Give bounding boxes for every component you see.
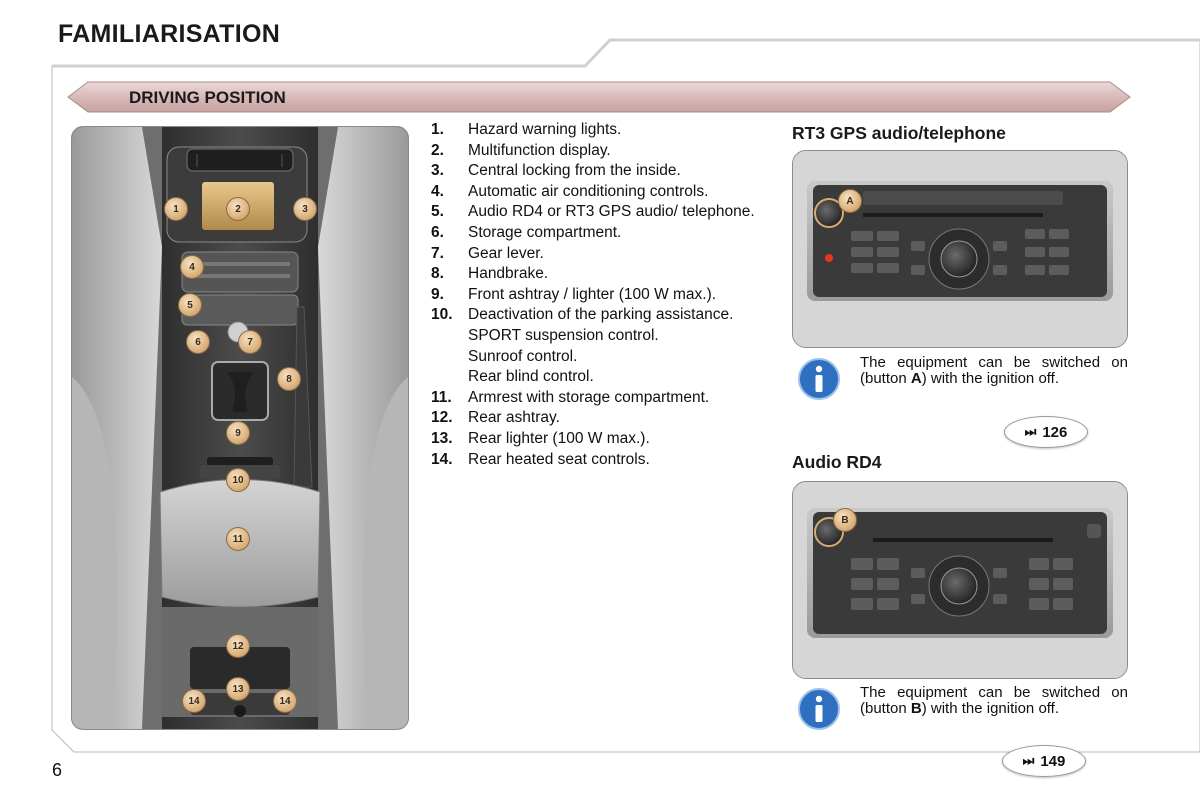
legend-item: 12. Rear ashtray. <box>431 410 781 426</box>
rt3-note-button: A <box>910 369 922 387</box>
callout-3: 3 <box>293 197 317 221</box>
callout-6: 6 <box>186 330 210 354</box>
legend-text: Rear ashtray. <box>468 409 560 427</box>
page-ref-126[interactable]: ⏭ 126 <box>1004 416 1088 448</box>
legend-item: 11. Armrest with storage compartment. <box>431 388 781 406</box>
legend-item: 10. Deactivation of the parking assistanc… <box>431 307 781 323</box>
component-legend: 1. Hazard warning lights. 2. Multifunction… <box>431 122 781 472</box>
legend-item: 7. Gear lever. <box>431 244 781 262</box>
callout-4: 4 <box>180 255 204 279</box>
callout-7: 7 <box>238 330 262 354</box>
callout-9: 9 <box>226 421 250 445</box>
callout-14-left: 14 <box>182 689 206 713</box>
rt3-note-text: The equipment can be switched on (button <box>860 354 1128 387</box>
legend-item: SPORT suspension control. <box>431 326 781 344</box>
legend-text: Deactivation of the parking assistance. <box>468 306 734 324</box>
legend-item: 3. Central locking from the inside. <box>431 163 781 179</box>
legend-number: 12. <box>431 409 453 427</box>
rt3-device-photo: A <box>792 150 1128 348</box>
legend-item: 8. Handbrake. <box>431 266 781 282</box>
rt3-heading: RT3 GPS audio/telephone <box>792 123 1006 143</box>
legend-number: 1. <box>431 121 444 138</box>
callout-12: 12 <box>226 634 250 658</box>
legend-text: Automatic air conditioning controls. <box>468 182 709 200</box>
callout-8: 8 <box>277 367 301 391</box>
legend-text: Handbrake. <box>468 265 549 283</box>
legend-item: 6. Storage compartment. <box>431 223 781 241</box>
legend-item: Sunroof control. <box>431 347 781 365</box>
legend-item: 1. Hazard warning lights. <box>431 122 781 138</box>
legend-number: 14. <box>431 450 453 468</box>
legend-number: 5. <box>431 203 444 221</box>
skip-forward-icon: ⏭ <box>1022 753 1035 768</box>
rd4-heading: Audio RD4 <box>792 452 882 472</box>
legend-item: 5. Audio RD4 or RT3 GPS audio/ telephone. <box>431 204 781 220</box>
legend-item: 9. Front ashtray / lighter (100 W max.). <box>431 285 781 303</box>
section-title: DRIVING POSITION <box>129 88 286 107</box>
page-number: 6 <box>52 760 63 780</box>
legend-number: 2. <box>431 141 444 159</box>
page-title: FAMILIARISATION <box>58 20 281 48</box>
legend-text: Rear lighter (100 W max.). <box>468 429 650 447</box>
rd4-device-photo: B <box>792 481 1128 679</box>
legend-number: 7. <box>431 244 444 262</box>
legend-number: 6. <box>431 223 444 241</box>
legend-text: Storage compartment. <box>468 223 622 241</box>
callout-14-right: 14 <box>273 689 297 713</box>
page-ref-149[interactable]: ⏭ 149 <box>1002 745 1086 777</box>
rd4-note-button: B <box>910 699 922 717</box>
callout-1: 1 <box>164 197 188 221</box>
callout-2: 2 <box>226 197 250 221</box>
legend-number: 13. <box>431 429 453 447</box>
rd4-note: The equipment can be switched on (button… <box>860 685 1128 716</box>
callout-11: 11 <box>226 527 250 551</box>
section-banner <box>67 81 1131 113</box>
legend-text: SPORT suspension control. <box>468 326 659 344</box>
legend-number: 10. <box>431 306 453 324</box>
rt3-button-a-callout: A <box>838 189 862 213</box>
legend-number <box>431 328 468 344</box>
rt3-note: The equipment can be switched on (button… <box>860 355 1128 386</box>
legend-number <box>431 349 468 365</box>
legend-item: 4. Automatic air conditioning controls. <box>431 182 781 200</box>
page-ref-number: 149 <box>1040 752 1066 770</box>
legend-text: Multifunction display. <box>468 141 611 159</box>
legend-text: Sunroof control. <box>468 347 578 365</box>
legend-number: 11. <box>431 388 452 406</box>
legend-number <box>431 369 468 385</box>
rt3-note-text-end: ) with the ignition off. <box>921 369 1060 387</box>
legend-item: 2. Multifunction display. <box>431 141 781 159</box>
legend-text: Armrest with storage compartment. <box>468 388 710 406</box>
driving-position-photo: 1 2 3 4 5 6 7 8 9 10 11 12 13 14 14 <box>71 126 409 730</box>
callout-10: 10 <box>226 468 250 492</box>
legend-text: Rear blind control. <box>468 368 594 386</box>
info-icon <box>798 358 840 400</box>
page-ref-number: 126 <box>1042 423 1068 441</box>
legend-text: Hazard warning lights. <box>468 121 622 138</box>
skip-forward-icon: ⏭ <box>1024 424 1037 439</box>
legend-item: Rear blind control. <box>431 369 781 385</box>
legend-number: 8. <box>431 265 444 283</box>
legend-item: 13. Rear lighter (100 W max.). <box>431 429 781 447</box>
legend-text: Audio RD4 or RT3 GPS audio/ telephone. <box>468 203 755 221</box>
callout-13: 13 <box>226 677 250 701</box>
legend-item: 14. Rear heated seat controls. <box>431 450 781 468</box>
rd4-note-text-end: ) with the ignition off. <box>921 699 1060 717</box>
legend-text: Central locking from the inside. <box>468 162 681 180</box>
rd4-note-text: The equipment can be switched on (button <box>860 684 1128 717</box>
legend-text: Rear heated seat controls. <box>468 450 650 468</box>
legend-number: 3. <box>431 162 444 180</box>
legend-text: Front ashtray / lighter (100 W max.). <box>468 285 717 303</box>
legend-text: Gear lever. <box>468 244 544 262</box>
callout-5: 5 <box>178 293 202 317</box>
rd4-button-b-callout: B <box>833 508 857 532</box>
info-icon <box>798 688 840 730</box>
legend-number: 4. <box>431 182 444 200</box>
legend-number: 9. <box>431 285 444 303</box>
